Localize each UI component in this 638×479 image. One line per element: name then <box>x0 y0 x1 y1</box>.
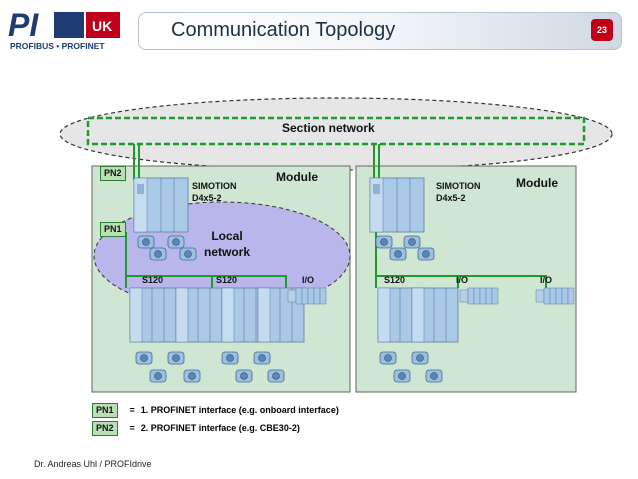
right-controller-motor-2 <box>403 235 421 249</box>
page-number-badge: 23 <box>591 19 613 41</box>
right-drive-motor-3 <box>393 369 411 383</box>
left-module-label: Module <box>276 170 318 184</box>
left-drive-motor-5 <box>221 351 239 365</box>
left-drive-motor-6 <box>253 351 271 365</box>
pn2-tag-left: PN2 <box>100 166 126 181</box>
left-drive-motor-2 <box>167 351 185 365</box>
left-controller-motor-1 <box>137 235 155 249</box>
legend-text-pn2: 2. PROFINET interface (e.g. CBE30-2) <box>140 423 300 433</box>
left-simotion-controller <box>133 177 189 233</box>
legend-row-pn2: PN2 = 2. PROFINET interface (e.g. CBE30-… <box>92 420 300 436</box>
left-drive-motor-3 <box>149 369 167 383</box>
logo-uk-text: UK <box>92 18 112 34</box>
legend-tag-pn2: PN2 <box>92 420 118 436</box>
logo-bar <box>54 12 84 38</box>
right-drive-motor-1 <box>379 351 397 365</box>
left-drive-motor-4 <box>183 369 201 383</box>
right-drive-motor-4 <box>425 369 443 383</box>
right-local-bus <box>376 275 547 288</box>
logo-uk-box <box>86 12 120 38</box>
page-title: Communication Topology <box>171 19 396 41</box>
legend-row-pn1: PN1 = 1. PROFINET interface (e.g. onboar… <box>92 402 339 418</box>
right-controller-motor-1 <box>375 235 393 249</box>
left-io-module <box>287 287 327 305</box>
legend-eq-pn1: = <box>129 405 135 415</box>
right-io-label-1: I/O <box>456 275 469 285</box>
left-drive-label-2: S120 <box>216 275 238 285</box>
left-local-bus <box>126 275 287 288</box>
right-controller-label: SIMOTION D4x5-2 <box>436 181 481 203</box>
right-controller-motor-4 <box>417 247 435 261</box>
left-s120-drive-1 <box>129 287 177 343</box>
logo-pi-text: PI <box>8 7 39 43</box>
title-bar: Communication Topology 23 <box>138 12 622 50</box>
pn1-tag-left: PN1 <box>100 222 126 237</box>
left-s120-drive-1b <box>175 287 223 343</box>
left-io-label: I/O <box>302 275 315 285</box>
left-controller-motor-2 <box>167 235 185 249</box>
section-network-label: Section network <box>282 121 375 135</box>
right-module-label: Module <box>516 176 558 190</box>
right-controller-motor-3 <box>389 247 407 261</box>
legend-eq-pn2: = <box>129 423 135 433</box>
left-controller-label: SIMOTION D4x5-2 <box>192 181 237 203</box>
right-simotion-controller <box>369 177 425 233</box>
right-io-label-2: I/O <box>540 275 553 285</box>
legend-text-pn1: 1. PROFINET interface (e.g. onboard inte… <box>140 405 339 415</box>
legend-tag-pn1: PN1 <box>92 402 118 418</box>
right-drive-motor-2 <box>411 351 429 365</box>
left-controller-motor-3 <box>149 247 167 261</box>
right-io-module-1 <box>459 287 499 305</box>
logo-subtext: PROFIBUS • PROFINET <box>10 41 105 51</box>
right-s120-drive-b <box>411 287 459 343</box>
left-drive-motor-7 <box>235 369 253 383</box>
section-network-line <box>86 116 586 146</box>
left-drive-motor-1 <box>135 351 153 365</box>
left-drive-label-1: S120 <box>142 275 164 285</box>
right-drive-label: S120 <box>384 275 406 285</box>
profibus-profinet-logo: PI UK PROFIBUS • PROFINET <box>8 7 120 51</box>
right-io-module-2 <box>535 287 575 305</box>
footer-author: Dr. Andreas Uhl / PROFIdrive <box>34 459 152 469</box>
left-drive-motor-8 <box>267 369 285 383</box>
left-controller-motor-4 <box>179 247 197 261</box>
local-network-label: Local network <box>204 229 251 259</box>
